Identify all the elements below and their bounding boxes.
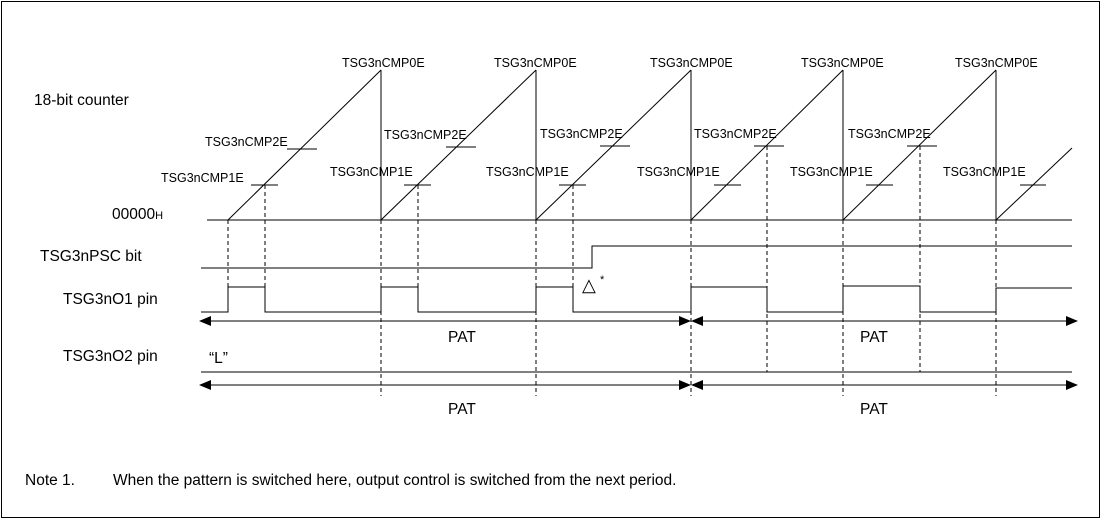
cmp2-label-5: TSG3nCMP2E [848,127,931,141]
cmp2-label-1: TSG3nCMP2E [205,135,288,149]
note-text: When the pattern is switched here, outpu… [113,472,676,489]
o2-arrowhead-right-2 [1066,380,1078,390]
ramp-5 [842,69,997,221]
o2-pat-label-2: PAT [860,401,888,418]
cmp1-label-5: TSG3nCMP1E [790,165,873,179]
o1-arrowhead-right-1 [679,316,691,326]
pattern-switch-asterisk: * [600,274,605,286]
zero-value-label: 00000H [112,206,163,223]
cmp2-label-3: TSG3nCMP2E [540,127,623,141]
ramp-2 [380,69,537,221]
cmp0-label-3: TSG3nCMP0E [650,56,733,70]
cmp1-label-2: TSG3nCMP1E [330,165,413,179]
o2-arrowhead-left-1 [199,380,211,390]
o1-arrowhead-right-2 [1066,316,1078,326]
cmp0-label-2: TSG3nCMP0E [494,56,577,70]
cmp0-label-1: TSG3nCMP0E [342,56,425,70]
ramp-3 [535,69,692,221]
o1-arrowhead-left-1 [199,316,211,326]
o1-arrowhead-left-2 [691,316,703,326]
o1-pat-label-1: PAT [448,329,476,346]
cmp2-label-4: TSG3nCMP2E [694,127,777,141]
cmp0-label-4: TSG3nCMP0E [801,56,884,70]
cmp1-label-4: TSG3nCMP1E [637,165,720,179]
o2-low-level-label: “L” [209,350,228,367]
cmp2-label-2: TSG3nCMP2E [384,128,467,142]
ramp-1 [227,69,382,221]
o1-pat-arrowheads [199,316,1078,326]
o2-pat-arrowheads [199,380,1078,390]
psc-bit-label: TSG3nPSC bit [40,248,142,265]
o2-pin-label: TSG3nO2 pin [63,348,158,365]
ramp-6 [995,147,1073,221]
o2-arrowhead-left-2 [691,380,703,390]
counter-label: 18-bit counter [34,92,129,109]
counter-ramps [227,69,1073,221]
compare-labels: TSG3nCMP0E TSG3nCMP0E TSG3nCMP0E TSG3nCM… [161,56,1038,185]
o1-pat-label-2: PAT [860,329,888,346]
o2-arrowhead-right-1 [679,380,691,390]
o2-pat-label-1: PAT [448,401,476,418]
note-label: Note 1. [25,472,75,489]
o1-pin-label: TSG3nO1 pin [63,291,158,308]
psc-bit-waveform [201,245,1072,269]
o1-pin-waveform [201,285,1072,313]
cmp0-label-5: TSG3nCMP0E [955,56,1038,70]
cmp1-label-1: TSG3nCMP1E [161,171,244,185]
ramp-4 [690,69,844,221]
cmp1-label-3: TSG3nCMP1E [486,165,569,179]
pattern-switch-marker: △ [582,275,596,295]
cmp1-label-6: TSG3nCMP1E [943,165,1026,179]
